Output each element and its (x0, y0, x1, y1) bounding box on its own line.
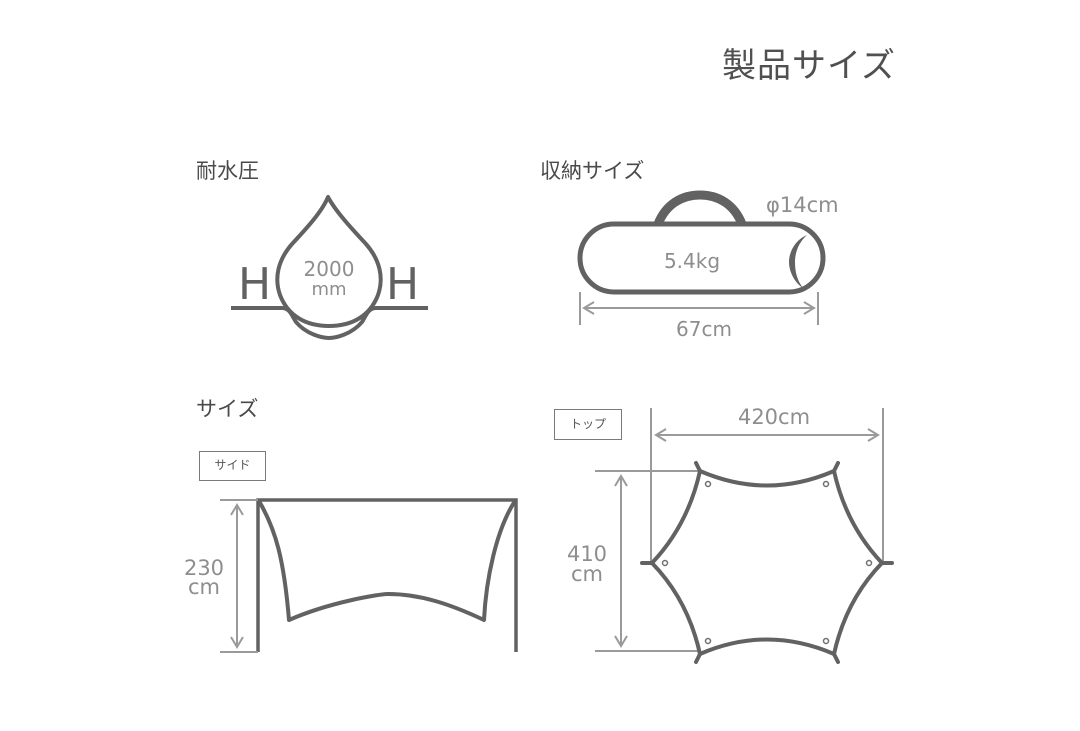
side-view-diagram (256, 498, 518, 652)
water-drop-icon (231, 195, 428, 340)
h-right: H (386, 259, 419, 310)
top-depth-unit: cm (571, 562, 603, 586)
side-height-unit: cm (188, 575, 220, 599)
h-left: H (238, 259, 271, 310)
top-depth-value: 410 (567, 542, 607, 566)
bag-weight: 5.4kg (664, 249, 720, 273)
side-height-value: 230 (184, 556, 224, 580)
side-height-dimension (220, 499, 258, 653)
hexagon-tarp-shape (640, 461, 894, 664)
bag-length: 67cm (676, 317, 732, 341)
top-view-dimensions (595, 408, 884, 652)
water-pressure-value: 2000 (304, 257, 355, 281)
h-letters: H H (238, 259, 419, 310)
water-pressure-title: 耐水圧 (196, 159, 259, 183)
bag-end-opening (789, 235, 807, 288)
bag-diameter: φ14cm (766, 193, 839, 217)
top-width: 420cm (738, 405, 810, 429)
length-dimension (579, 292, 819, 325)
bag-icon (577, 190, 826, 295)
top-view-label: トップ (554, 409, 622, 440)
side-view-label: サイド (199, 451, 266, 481)
grommet-icons (661, 480, 873, 645)
size-title: サイズ (196, 397, 259, 421)
water-pressure-unit: mm (311, 279, 346, 300)
packed-size-title: 収納サイズ (540, 159, 645, 183)
page-title: 製品サイズ (722, 46, 896, 86)
